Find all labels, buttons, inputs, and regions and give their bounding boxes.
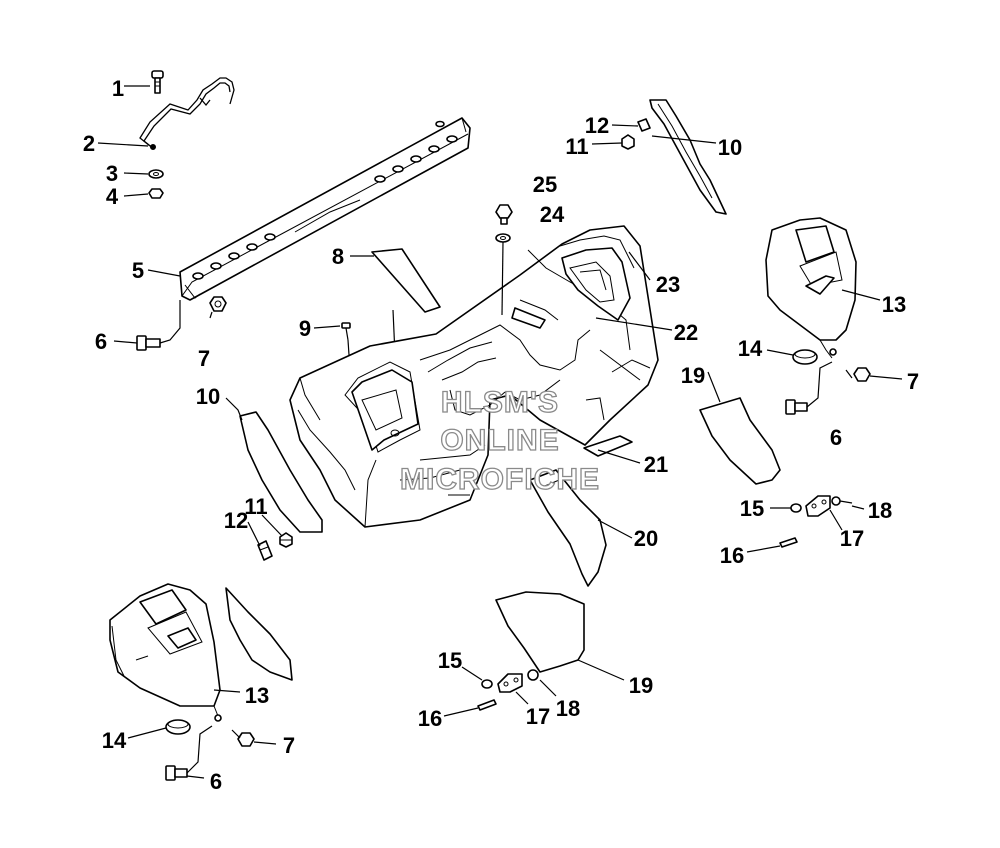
callout-22: 22 bbox=[674, 320, 698, 345]
part-4-nut bbox=[148, 188, 164, 199]
callout-6-left: 6 bbox=[210, 769, 222, 794]
part-14-plug-right bbox=[792, 349, 818, 365]
callout-17-bottom: 17 bbox=[526, 704, 550, 729]
part-16-screw-right bbox=[779, 537, 798, 548]
callout-7-right: 7 bbox=[907, 369, 919, 394]
callout-labels: 1 2 3 4 5 6 7 8 9 10 12 11 10 12 11 25 2… bbox=[83, 76, 919, 794]
part-7-nut-upper bbox=[209, 296, 227, 319]
rear-fender-body bbox=[289, 225, 659, 528]
callout-3: 3 bbox=[106, 161, 118, 186]
callout-11-right: 11 bbox=[565, 134, 588, 159]
part-18-pin-bottom bbox=[527, 669, 539, 681]
part-15-washer-right bbox=[790, 503, 802, 513]
part-7-nut-right bbox=[845, 367, 871, 382]
part-15-washer-bottom bbox=[481, 679, 493, 689]
callout-8: 8 bbox=[332, 244, 344, 269]
callout-10-left: 10 bbox=[196, 384, 220, 409]
callout-19-bottom: 19 bbox=[629, 673, 653, 698]
callout-6-right: 6 bbox=[830, 425, 842, 450]
callout-20: 20 bbox=[634, 526, 658, 551]
watermark-line-3: MICROFICHE bbox=[400, 463, 600, 496]
part-19-flap-bottom bbox=[495, 591, 585, 673]
callout-18-bottom: 18 bbox=[556, 696, 580, 721]
callout-4: 4 bbox=[106, 184, 119, 209]
part-13-extension-right bbox=[765, 217, 857, 359]
callout-14-left: 14 bbox=[102, 728, 127, 753]
part-14-plug-left bbox=[165, 719, 191, 735]
callout-7-upper: 7 bbox=[198, 346, 210, 371]
callout-11-left: 11 bbox=[244, 494, 267, 519]
part-11-screw-left bbox=[279, 532, 293, 548]
callout-7-left: 7 bbox=[283, 733, 295, 758]
part-2-cable bbox=[139, 77, 235, 150]
callout-17-right: 17 bbox=[840, 526, 864, 551]
callout-5: 5 bbox=[132, 258, 144, 283]
part-25-rivet bbox=[495, 204, 513, 225]
part-10-flap-left bbox=[225, 397, 323, 533]
callout-2: 2 bbox=[83, 131, 95, 156]
callout-13-left: 13 bbox=[245, 683, 269, 708]
part-21-decal bbox=[583, 435, 633, 457]
callout-12-right: 12 bbox=[585, 113, 609, 138]
part-6-bolt-right bbox=[785, 361, 833, 415]
watermark: HLSM'S ONLINE MICROFICHE bbox=[399, 385, 600, 496]
part-20-rear-flap bbox=[529, 469, 607, 587]
callout-21: 21 bbox=[644, 452, 668, 477]
part-1-bolt bbox=[151, 70, 164, 94]
callout-13-right: 13 bbox=[882, 292, 906, 317]
callout-6-upper: 6 bbox=[95, 329, 107, 354]
callout-15-right: 15 bbox=[740, 496, 764, 521]
callout-16-bottom: 16 bbox=[418, 706, 442, 731]
part-18-pin-right bbox=[831, 496, 853, 506]
callout-25: 25 bbox=[533, 172, 557, 197]
part-7-nut-left bbox=[231, 729, 255, 747]
part-5-bracket-bar bbox=[179, 117, 471, 301]
leader-lines bbox=[97, 85, 903, 779]
part-16-screw-bottom bbox=[477, 699, 497, 711]
watermark-line-2: ONLINE bbox=[440, 424, 559, 457]
part-3-washer bbox=[148, 169, 164, 179]
part-17-plate-bottom bbox=[497, 673, 523, 693]
callout-15-bottom: 15 bbox=[438, 648, 462, 673]
part-24-washer bbox=[495, 233, 511, 316]
part-11-screw-right bbox=[621, 134, 635, 150]
part-6-bolt-left bbox=[165, 725, 213, 781]
part-10-strip-right bbox=[649, 99, 727, 215]
callout-1: 1 bbox=[112, 76, 124, 101]
part-19-flap-right bbox=[699, 397, 781, 485]
callout-23: 23 bbox=[656, 272, 680, 297]
part-12-clip-left bbox=[257, 540, 273, 561]
callout-10-right: 10 bbox=[718, 135, 742, 160]
callout-19-right: 19 bbox=[681, 363, 705, 388]
watermark-line-1: HLSM'S bbox=[441, 386, 559, 419]
part-6-bolt-upper bbox=[136, 300, 181, 351]
callout-9: 9 bbox=[299, 316, 311, 341]
callout-16-right: 16 bbox=[720, 543, 744, 568]
callout-12-left: 12 bbox=[224, 508, 248, 533]
callout-24: 24 bbox=[540, 202, 565, 227]
callout-14-right: 14 bbox=[738, 336, 763, 361]
part-13-extension-left bbox=[109, 583, 293, 722]
part-12-clip-right bbox=[637, 118, 651, 132]
callout-18-right: 18 bbox=[868, 498, 892, 523]
part-17-plate-right bbox=[805, 495, 831, 517]
